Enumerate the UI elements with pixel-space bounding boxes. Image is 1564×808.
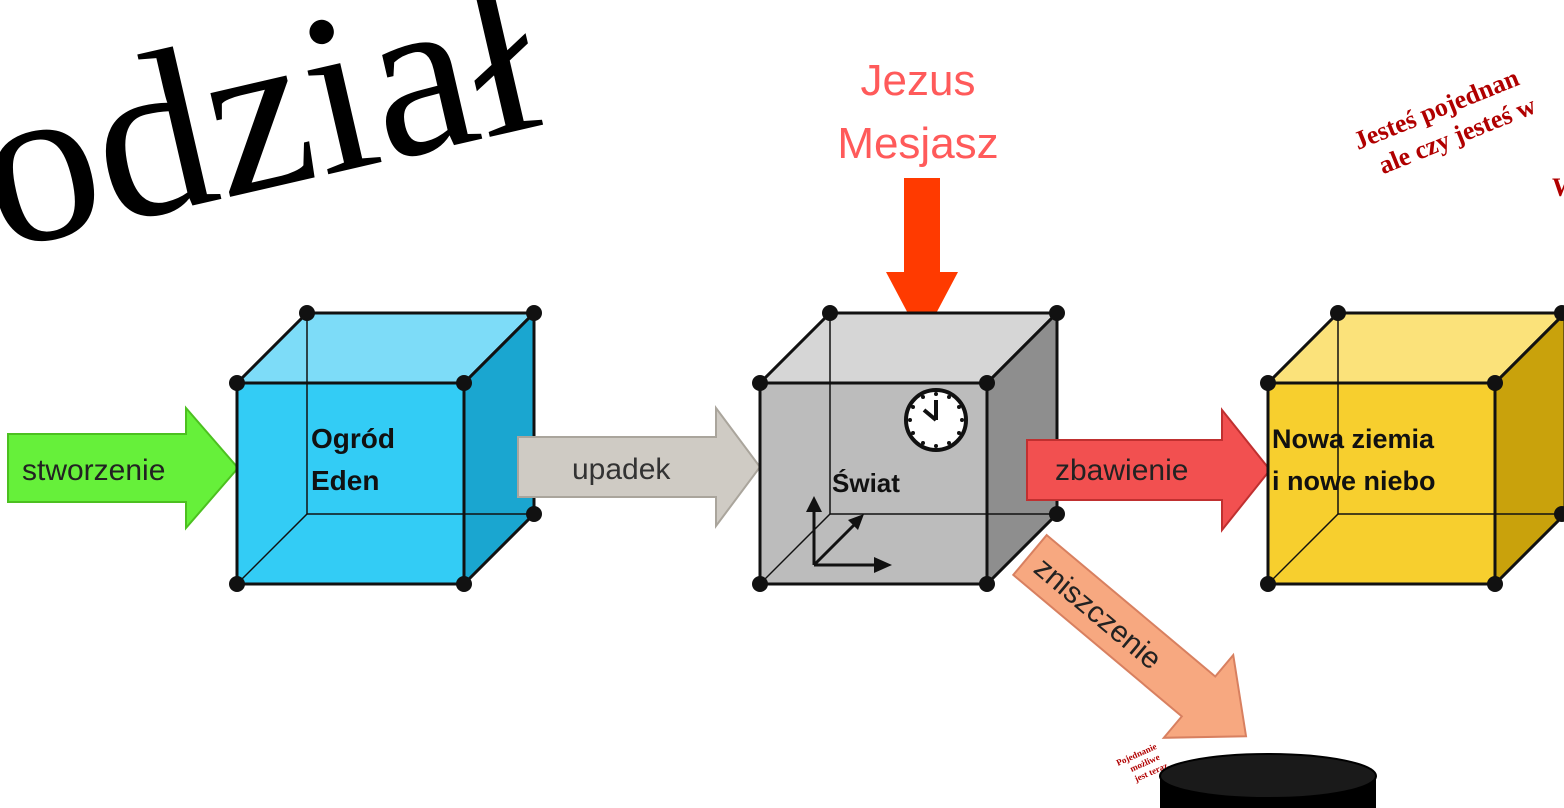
new-earth-label-line1: Nowa ziemia: [1272, 424, 1435, 454]
creation-label: stworzenie: [22, 454, 165, 487]
corner-note: Jesteś pojednan ale czy jesteś w: [1349, 63, 1540, 180]
clock-icon: [904, 388, 968, 452]
jesus-label-line1: Jezus: [861, 56, 976, 105]
world-label: Świat: [832, 468, 900, 498]
corner-note-line3: W: [1552, 173, 1564, 202]
new-earth-cube: [1260, 305, 1564, 592]
creation-arrow: [7, 405, 240, 531]
fall-label: upadek: [572, 453, 671, 486]
jesus-label-line2: Mesjasz: [837, 119, 998, 168]
destruction-arrow: [1011, 533, 1248, 739]
salvation-label: zbawienie: [1055, 454, 1188, 487]
eden-label-line1: Ogród: [311, 423, 395, 454]
axes-icon: [806, 496, 892, 573]
destruction-label: zniszczenie: [1028, 551, 1168, 676]
eden-label-line2: Eden: [311, 465, 379, 496]
fall-arrow: [517, 404, 762, 530]
new-earth-label-line2: i nowe niebo: [1272, 466, 1436, 496]
page-title: odział: [0, 0, 559, 299]
salvation-arrow: [1026, 407, 1272, 533]
world-cube: [752, 305, 1065, 592]
jesus-arrow: [886, 178, 958, 340]
abyss-disk: [1159, 753, 1377, 808]
eden-cube: [229, 305, 542, 592]
